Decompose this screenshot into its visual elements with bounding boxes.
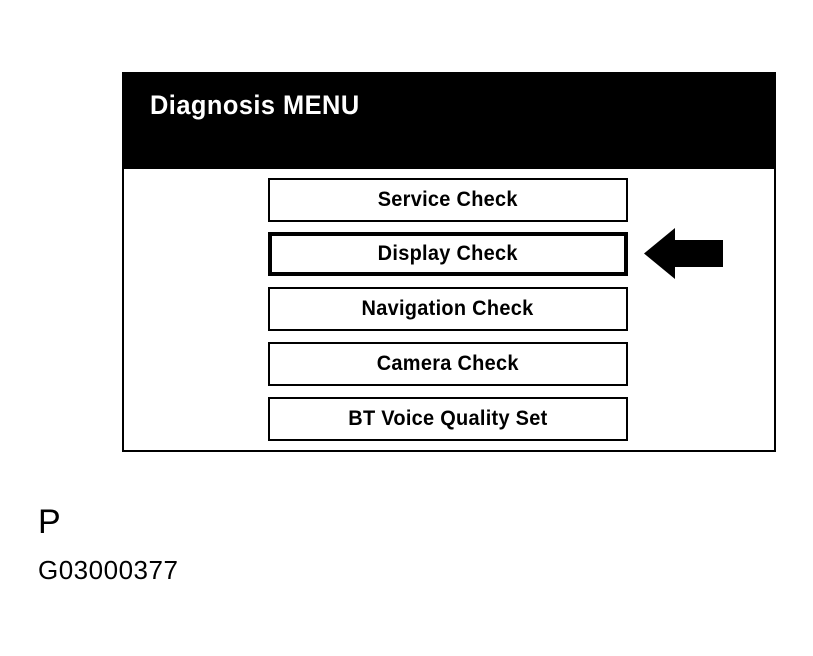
diagnosis-menu-list: Service Check Display Check Navigation C… xyxy=(124,169,774,450)
menu-item-label: Camera Check xyxy=(376,352,520,375)
caption-code: G03000377 xyxy=(38,555,179,585)
menu-item-label: BT Voice Quality Set xyxy=(348,407,548,430)
menu-item-service-check[interactable]: Service Check xyxy=(268,178,628,222)
menu-item-display-check[interactable]: Display Check xyxy=(268,232,628,276)
screen-header: Diagnosis MENU xyxy=(124,74,774,169)
caption-letter: P xyxy=(38,503,61,541)
menu-item-bt-voice-quality-set[interactable]: BT Voice Quality Set xyxy=(268,397,628,441)
page-title: Diagnosis MENU xyxy=(150,90,360,120)
menu-item-label: Display Check xyxy=(377,242,519,265)
menu-item-navigation-check[interactable]: Navigation Check xyxy=(268,287,628,331)
menu-item-camera-check[interactable]: Camera Check xyxy=(268,342,628,386)
menu-item-label: Navigation Check xyxy=(362,297,534,320)
arrow-left-icon xyxy=(644,228,723,279)
figure-caption: P G03000377 xyxy=(38,505,178,583)
menu-item-label: Service Check xyxy=(377,188,519,211)
